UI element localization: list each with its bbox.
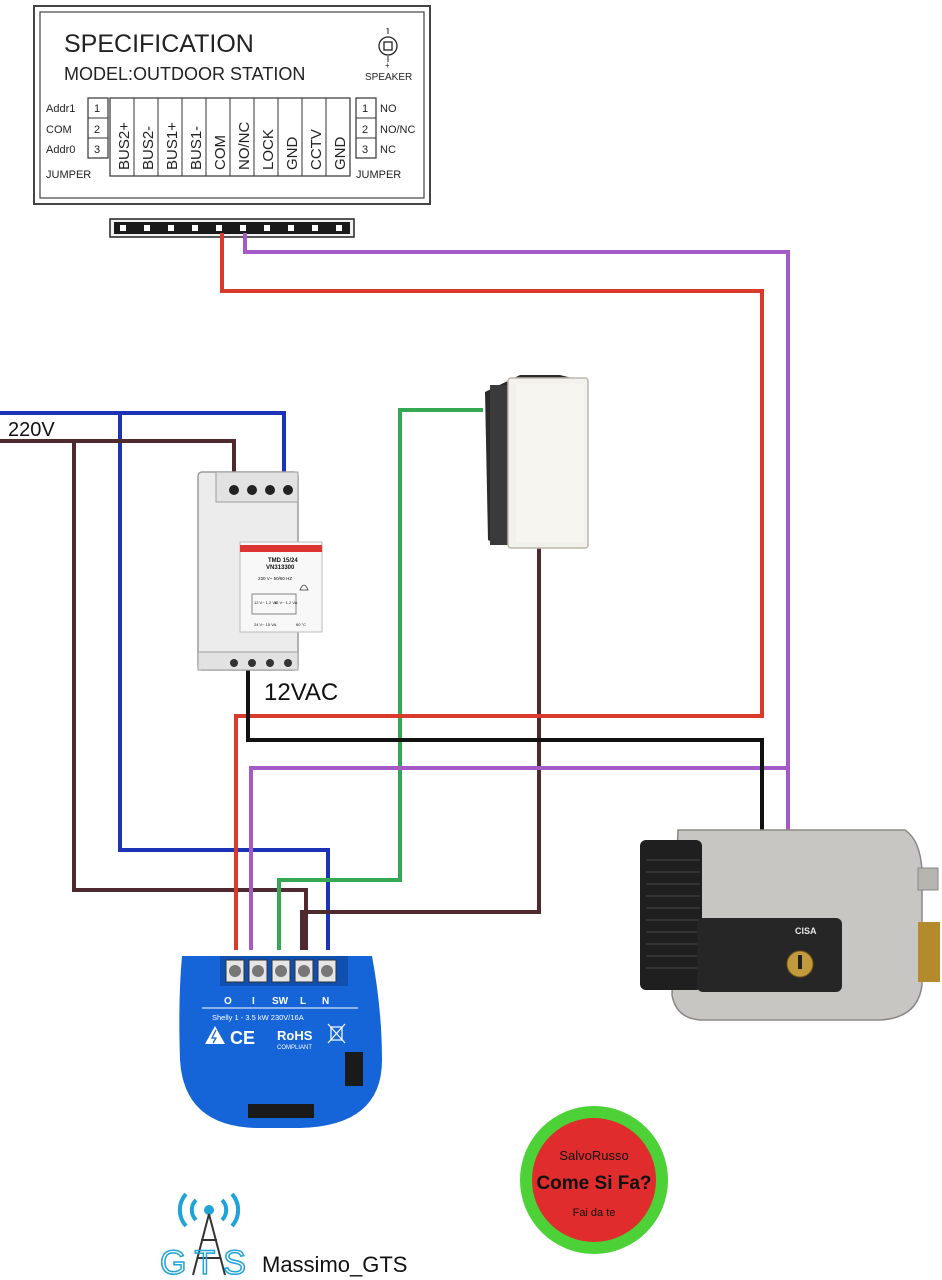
left-jumper: Addr1 COM Addr0 1 2 3 JUMPER [46,97,109,181]
shelly-1-relay: O I SW L N Shelly 1 - 3.5 kW 230V/16A CE… [179,956,382,1128]
transformer-in-rating: 230 V~ 50/60 HZ [258,576,292,581]
terminal-label-9: CCTV [308,129,325,170]
shelly-terminal-l: L [300,996,306,1007]
left-jumper-label: JUMPER [46,169,91,181]
low-voltage-label: 12VAC [264,679,338,706]
right-jumper-row-2-num: 2 [362,124,368,136]
wire-purple-shelly [249,766,788,950]
wire-green-switch [277,408,483,950]
right-jumper: 1 2 3 NO NO/NC NC JUMPER [355,97,416,181]
transformer-model: TMD 15/24 [268,558,298,564]
author-credit: Massimo_GTS [262,1252,407,1277]
warning-triangle-icon [205,1026,225,1044]
key-cylinder-icon [786,950,814,978]
transformer-out-b: 12 V~ 1.2 VA [274,600,298,605]
spec-terminal-block: BUS2+ BUS2- BUS1+ BUS1- COM NO/NC LOCK G… [109,97,351,177]
shelly-terminal-screws [225,959,337,983]
badge-top-text: SalvoRusso [559,1148,628,1163]
terminal-label-3: BUS1+ [164,122,181,170]
shelly-terminal-i: I [252,996,255,1007]
lock-brand: CISA [795,926,817,936]
left-jumper-row-1-num: 1 [94,103,100,115]
right-jumper-row-3-num: 3 [362,144,368,156]
mains-voltage-label: 220V [8,419,55,441]
terminal-label-7: LOCK [260,129,277,170]
left-jumper-row-1-name: Addr1 [46,103,75,115]
shelly-ce-mark: CE [230,1028,255,1048]
bell-icon [299,584,309,591]
terminal-label-2: BUS2- [140,126,157,170]
wire-red-com [220,233,764,950]
shelly-rohs: RoHS [277,1028,313,1043]
wire-blue-neutral-transformer [0,411,286,481]
wire-black-12vac [246,668,764,830]
terminal-label-8: GND [284,137,301,171]
speaker-icon: - + [378,24,398,70]
shelly-compliant: COMPLIANT [277,1045,312,1051]
terminal-label-1: BUS2+ [116,122,133,170]
right-jumper-label: JUMPER [356,169,401,181]
wires [0,233,790,950]
transformer-screw-2 [247,485,257,495]
left-jumper-row-3-name: Addr0 [46,144,75,156]
electric-lock: CISA [640,829,940,1021]
badge-bottom-text: Fai da te [573,1207,616,1219]
right-jumper-row-1-name: NO [380,103,397,115]
right-jumper-row-1-num: 1 [362,103,368,115]
transformer-screw-3 [265,485,275,495]
wall-push-button-switch [485,375,589,549]
transformer-out-a: 12 V~ 1.2 VA [254,600,278,605]
shelly-terminal-o: O [224,996,232,1007]
outdoor-station-spec-panel: SPECIFICATION MODEL:OUTDOOR STATION - + … [33,5,431,205]
badge-middle-text: Come Si Fa? [536,1173,651,1194]
shelly-terminal-sw: SW [272,996,289,1007]
left-jumper-row-2-name: COM [46,124,72,136]
wire-blue-neutral-shelly [118,413,330,950]
transformer-out-c: 24 V~ 15 VA [254,622,277,627]
left-jumper-row-2-num: 2 [94,124,100,136]
transformer-screw-4 [283,485,293,495]
shelly-terminal-n: N [322,996,329,1007]
speaker-label: SPEAKER [365,72,412,83]
svg-text:+: + [385,61,390,70]
terminal-label-10: GND [332,137,349,171]
shelly-rating: Shelly 1 - 3.5 kW 230V/16A [212,1013,304,1022]
transformer-code: VN313300 [266,565,295,571]
gts-logo-text: GTS [160,1244,254,1280]
svg-text:-: - [386,24,389,33]
salvo-russo-badge: SalvoRusso Come Si Fa? Fai da te [520,1106,668,1254]
right-jumper-row-2-name: NO/NC [380,124,416,136]
right-jumper-row-3-name: NC [380,144,396,156]
transformer-temp: 60 °C [296,622,306,627]
left-jumper-row-3-num: 3 [94,144,100,156]
transformer-screw-1 [229,485,239,495]
wire-purple-nonc [243,233,790,830]
weee-bin-icon [327,1023,346,1044]
terminal-label-4: BUS1- [188,126,205,170]
spec-title: SPECIFICATION [64,30,254,58]
spec-model: MODEL:OUTDOOR STATION [64,64,305,84]
wire-brown-switch [300,548,541,950]
wire-brown-line-shelly [72,441,308,950]
gts-antenna-logo: GTS [159,1192,254,1280]
terminal-label-5: COM [212,135,229,170]
terminal-label-6: NO/NC [236,122,253,171]
din-transformer: TMD 15/24 VN313300 230 V~ 50/60 HZ 12 V~… [197,471,323,671]
terminal-strip [109,218,355,238]
